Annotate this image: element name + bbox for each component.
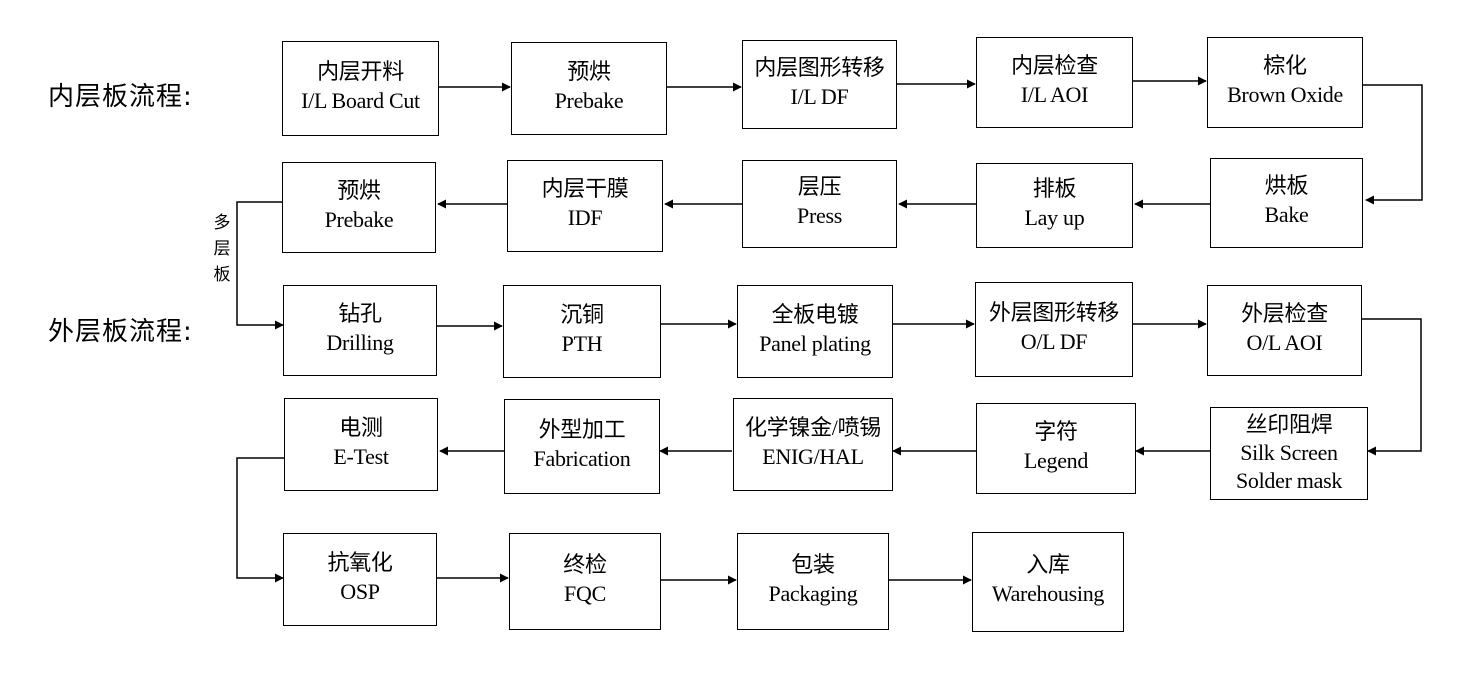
step-zh: 化学镍金/喷锡 xyxy=(744,414,881,440)
arrow-brownoxide-to-bake xyxy=(1363,84,1423,205)
step-en: Legend xyxy=(1023,447,1089,473)
step-zh: 预烘 xyxy=(567,58,611,84)
step-en: IDF xyxy=(567,205,603,230)
step-warehousing: 入库 Warehousing xyxy=(972,532,1124,632)
step-en: O/L AOI xyxy=(1246,329,1323,355)
step-zh: 丝印阻焊 xyxy=(1245,411,1333,437)
step-panel-plating: 全板电镀 Panel plating xyxy=(737,285,893,378)
multilayer-note-char: 层 xyxy=(213,239,231,259)
step-fqc: 终检 FQC xyxy=(509,533,661,630)
step-silk-screen-solder-mask: 丝印阻焊 Silk Screen Solder mask xyxy=(1210,407,1368,500)
step-idf: 内层干膜 IDF xyxy=(507,160,663,252)
step-lay-up: 排板 Lay up xyxy=(976,163,1133,248)
step-en: ENIG/HAL xyxy=(762,443,864,469)
step-il-board-cut: 内层开料 I/L Board Cut xyxy=(282,41,439,136)
step-en: Silk Screen xyxy=(1240,439,1338,465)
step-en: Lay up xyxy=(1024,204,1085,230)
arrow-prebake-to-drilling xyxy=(236,201,284,330)
step-zh: 棕化 xyxy=(1263,52,1307,78)
step-en: Panel plating xyxy=(759,330,871,356)
step-zh: 包装 xyxy=(791,551,835,577)
step-en: Press xyxy=(797,203,842,228)
step-e-test: 电测 E-Test xyxy=(284,398,438,491)
step-zh: 外层图形转移 xyxy=(988,299,1120,325)
step-prebake-2: 预烘 Prebake xyxy=(282,162,436,253)
step-ol-df: 外层图形转移 O/L DF xyxy=(975,282,1133,377)
step-en: FQC xyxy=(564,580,606,606)
step-zh: 抗氧化 xyxy=(327,549,393,575)
step-en: E-Test xyxy=(333,443,389,469)
step-zh: 内层图形转移 xyxy=(754,54,885,80)
step-en: I/L Board Cut xyxy=(301,87,420,113)
step-en: Brown Oxide xyxy=(1227,81,1343,107)
step-zh: 电测 xyxy=(339,414,383,440)
step-press: 层压 Press xyxy=(742,160,897,248)
step-zh: 沉铜 xyxy=(560,301,604,327)
step-fabrication: 外型加工 Fabrication xyxy=(504,399,660,494)
step-zh: 字符 xyxy=(1034,418,1078,444)
step-en: PTH xyxy=(561,330,603,356)
step-bake: 烘板 Bake xyxy=(1210,158,1363,248)
step-packaging: 包装 Packaging xyxy=(737,533,889,630)
step-zh: 内层干膜 xyxy=(541,176,629,201)
step-il-df: 内层图形转移 I/L DF xyxy=(742,40,897,129)
step-zh: 终检 xyxy=(563,551,607,577)
step-en: Warehousing xyxy=(991,581,1105,606)
step-zh: 入库 xyxy=(1026,552,1070,577)
step-en: Drilling xyxy=(326,329,394,355)
step-ol-aoi: 外层检查 O/L AOI xyxy=(1207,285,1362,376)
step-en: Bake xyxy=(1264,202,1309,227)
step-zh: 全板电镀 xyxy=(771,301,859,327)
step-zh: 内层开料 xyxy=(317,58,404,84)
step-zh: 排板 xyxy=(1032,175,1077,201)
step-en: Solder mask xyxy=(1235,467,1343,493)
step-zh: 层压 xyxy=(797,174,842,199)
step-zh: 烘板 xyxy=(1264,173,1309,198)
step-zh: 外层检查 xyxy=(1241,300,1328,326)
step-en: I/L AOI xyxy=(1020,81,1089,107)
step-prebake-1: 预烘 Prebake xyxy=(511,42,667,135)
arrow-olaoi-to-silkscreen xyxy=(1362,318,1422,456)
step-en: OSP xyxy=(340,578,380,604)
step-zh: 预烘 xyxy=(337,177,381,203)
step-en: Packaging xyxy=(768,580,858,606)
step-il-aoi: 内层检查 I/L AOI xyxy=(976,37,1133,128)
multilayer-note-char: 多 xyxy=(213,213,231,233)
multilayer-note-char: 板 xyxy=(213,265,231,285)
step-en: Prebake xyxy=(554,87,624,113)
arrow-etest-to-osp xyxy=(236,457,284,583)
step-zh: 钻孔 xyxy=(338,300,382,326)
outer-layer-process-label: 外层板流程: xyxy=(48,317,193,347)
step-drilling: 钻孔 Drilling xyxy=(283,285,437,376)
step-zh: 外型加工 xyxy=(538,416,626,442)
step-en: I/L DF xyxy=(790,83,849,109)
step-enig-hal: 化学镍金/喷锡 ENIG/HAL xyxy=(733,398,893,491)
step-en: Prebake xyxy=(324,206,394,232)
step-brown-oxide: 棕化 Brown Oxide xyxy=(1207,37,1363,128)
step-legend: 字符 Legend xyxy=(976,403,1136,494)
step-en: O/L DF xyxy=(1020,328,1088,354)
step-zh: 内层检查 xyxy=(1011,52,1098,78)
step-osp: 抗氧化 OSP xyxy=(283,533,437,626)
step-en: Fabrication xyxy=(533,445,631,471)
inner-layer-process-label: 内层板流程: xyxy=(48,82,193,112)
multilayer-board-note: 多 层 板 xyxy=(211,210,233,288)
step-pth: 沉铜 PTH xyxy=(503,285,661,378)
